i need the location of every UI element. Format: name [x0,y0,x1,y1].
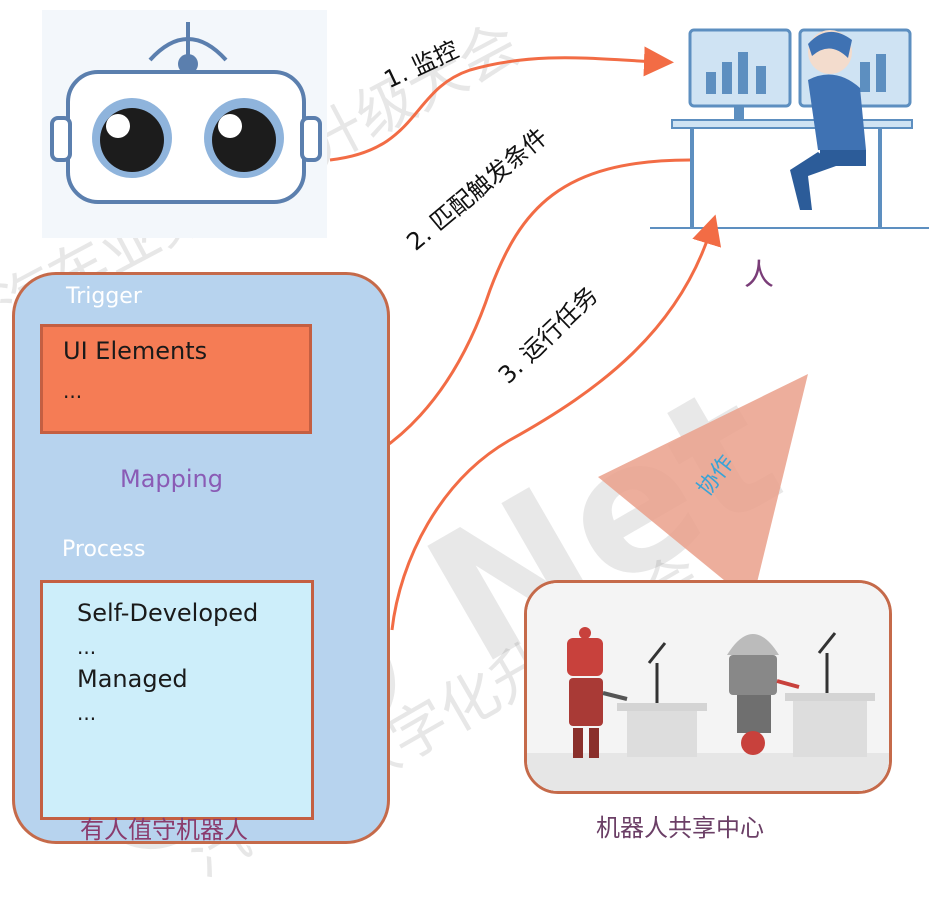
grey-robot-icon [727,634,800,755]
arrow-monitor [329,46,674,162]
process-item: ... [77,701,97,725]
process-item: Self-Developed [77,599,259,627]
trigger-box: UI Elements ... [40,324,312,434]
mapping-label: Mapping [120,465,223,493]
robots-at-desks-illustration [527,583,889,791]
red-robot-icon [567,627,628,758]
trigger-title: Trigger [66,284,142,309]
attended-robot-caption: 有人值守机器人 [80,816,248,844]
robot-face-icon [42,10,327,238]
collaboration-triangle [598,374,808,603]
process-item: Managed [77,665,188,693]
process-item: ... [77,635,97,659]
robot-hub-caption: 机器人共享中心 [596,814,764,842]
process-title: Process [62,537,146,562]
trigger-item: UI Elements [63,337,208,365]
process-box: Self-Developed ... Managed ... [40,580,314,820]
trigger-item: ... [63,379,83,403]
person-label: 人 [744,258,774,293]
robot-hub-panel [524,580,892,794]
person-at-computer-icon [650,28,929,229]
arrow-run-task [390,214,722,631]
